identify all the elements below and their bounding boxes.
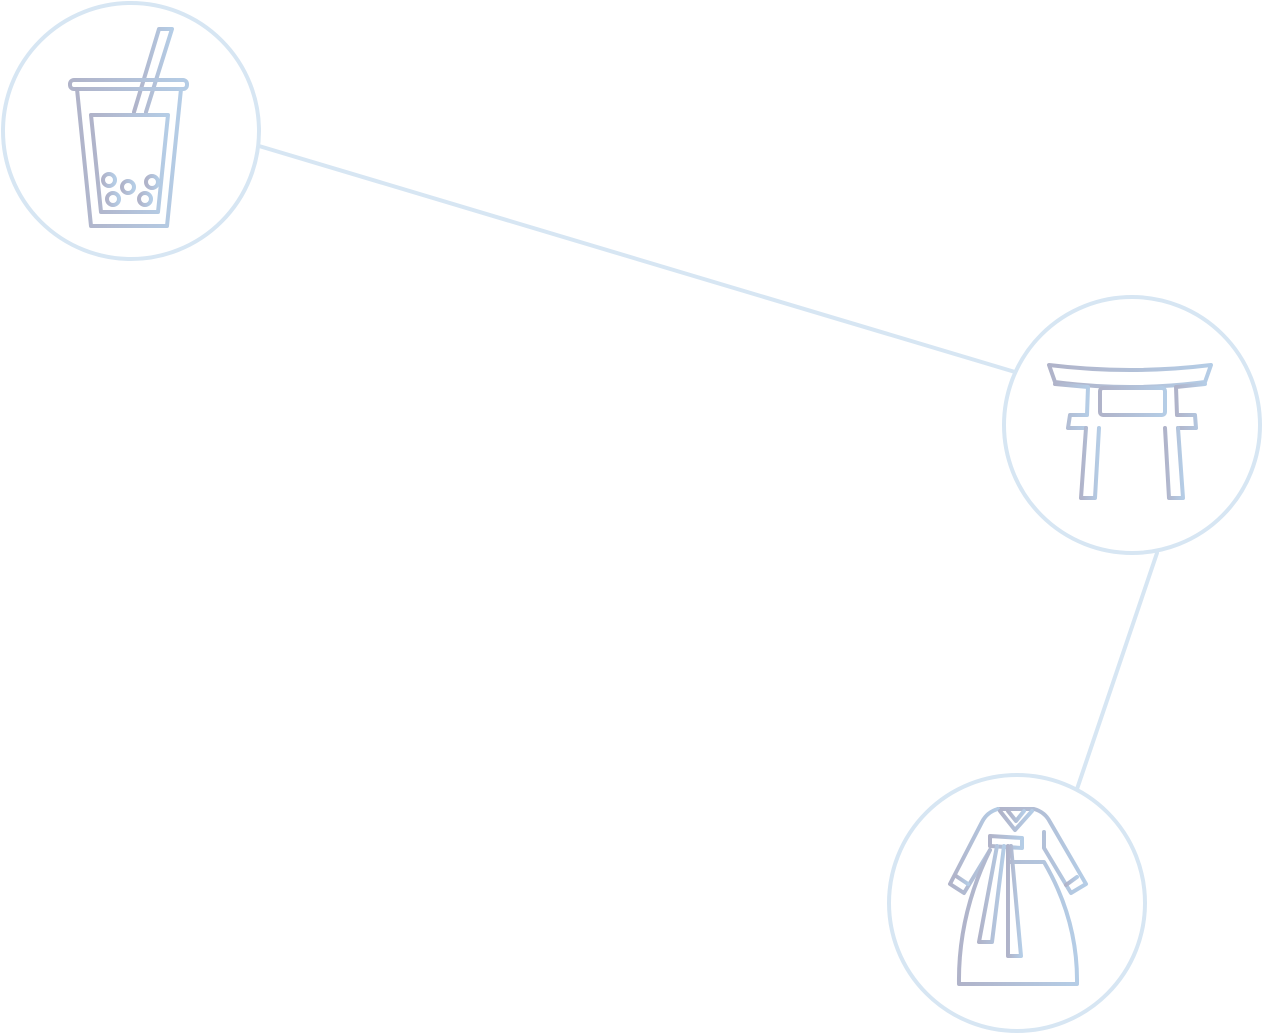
node-ring <box>1 1 261 261</box>
node-torii-gate[interactable] <box>1002 295 1262 555</box>
torii-gate-icon <box>1047 363 1213 500</box>
node-kimono[interactable] <box>887 773 1147 1033</box>
node-ring <box>1002 295 1262 555</box>
node-bubble-tea[interactable] <box>1 1 261 261</box>
connector-bubble-tea-to-torii <box>257 144 1017 374</box>
kimono-icon <box>948 807 1088 986</box>
connector-torii-to-kimono <box>1075 551 1159 791</box>
bubble-tea-icon <box>68 27 189 228</box>
